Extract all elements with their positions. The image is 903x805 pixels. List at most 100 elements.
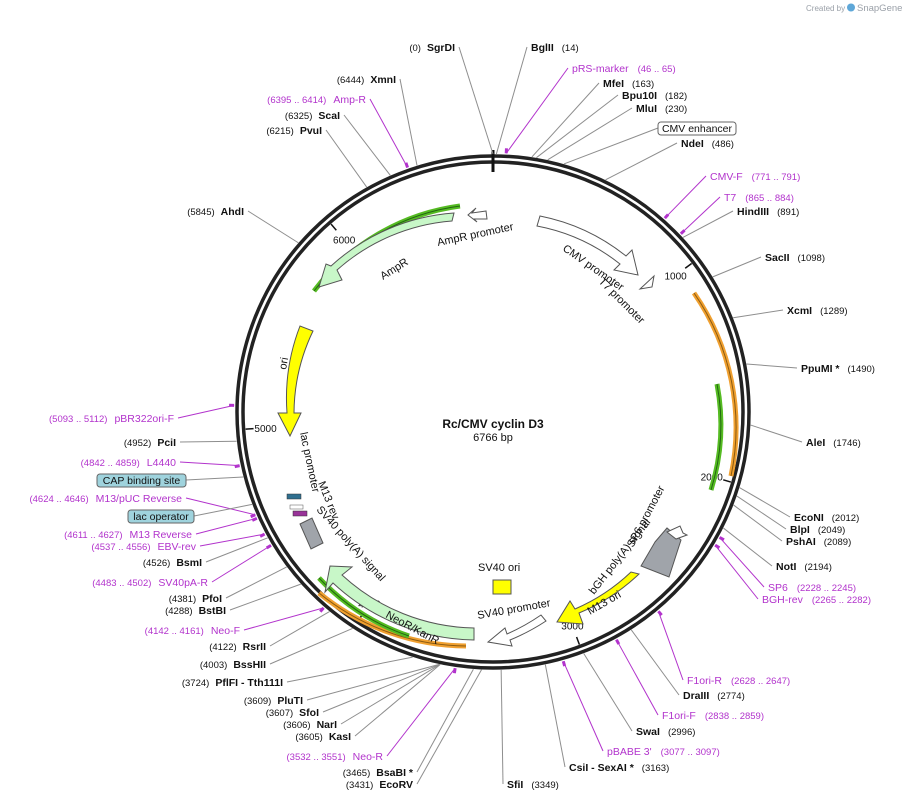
ruler-tick xyxy=(684,262,693,269)
restriction-site-label[interactable]: Bpu10I(182) xyxy=(622,90,687,102)
primer-label[interactable]: (4142 .. 4161)Neo-F xyxy=(145,625,240,637)
restriction-site-label[interactable]: (4122)RsrII xyxy=(209,641,266,653)
primer-label[interactable]: (4842 .. 4859)L4440 xyxy=(81,457,177,469)
primer-label[interactable]: pBABE 3'(3077 .. 3097) xyxy=(607,746,720,758)
restriction-site-label[interactable]: (3606)NarI xyxy=(283,719,337,731)
outer-labels: (0)SgrDI BglII(14) MfeI(163)Bpu10I(182)Mlu… xyxy=(29,42,875,791)
restriction-site-label[interactable]: EcoNI(2012) xyxy=(794,512,859,524)
primer-label[interactable]: (4624 .. 4646)M13/pUC Reverse xyxy=(29,493,182,505)
restriction-site-label[interactable]: (3465)BsaBI * xyxy=(343,767,414,779)
feature-box[interactable] xyxy=(657,121,737,136)
site-position: (486) xyxy=(712,139,734,150)
site-leader-line xyxy=(416,669,474,773)
site-position: (6325) xyxy=(285,111,312,122)
site-leader-line xyxy=(458,46,494,155)
primer-name: Neo-F xyxy=(211,625,240,637)
primer-leader-line xyxy=(664,175,707,219)
primer-range: (2228 .. 2245) xyxy=(797,583,856,594)
primer-label[interactable]: (4537 .. 4556)EBV-rev xyxy=(91,541,196,553)
site-name: BstBI xyxy=(199,605,227,617)
t7-promoter-arrow xyxy=(638,274,655,290)
restriction-site-label[interactable]: (3724)PflFI - Tth111I xyxy=(182,677,283,689)
feature-box-label: CAP binding site xyxy=(103,475,181,487)
restriction-site-label[interactable]: (3609)PluTI xyxy=(244,695,303,707)
restriction-site-label[interactable]: XcmI(1289) xyxy=(787,305,848,317)
feature-box[interactable] xyxy=(127,509,195,524)
restriction-site-label[interactable]: (6215)PvuI xyxy=(266,125,322,137)
feature-box[interactable] xyxy=(96,473,187,488)
restriction-site-label[interactable]: BlpI(2049) xyxy=(790,524,845,536)
primer-label[interactable]: F1ori-R(2628 .. 2647) xyxy=(687,675,790,687)
restriction-site-label[interactable]: HindIII(891) xyxy=(737,206,799,218)
primer-range: (4483 .. 4502) xyxy=(92,578,151,589)
site-position: (2194) xyxy=(804,562,831,573)
primer-label[interactable]: CMV-F(771 .. 791) xyxy=(710,171,800,183)
site-position: (4003) xyxy=(200,660,227,671)
primer-label[interactable]: T7(865 .. 884) xyxy=(724,192,794,204)
restriction-site-label[interactable]: (4381)PfoI xyxy=(169,593,222,605)
site-leader-line xyxy=(531,82,600,158)
primer-label[interactable]: (4483 .. 4502) SV40pA-R xyxy=(92,577,208,589)
restriction-site-label[interactable]: NotI (2194) xyxy=(776,561,832,573)
primer-range: (3532 .. 3551) xyxy=(287,752,346,763)
primer-label[interactable]: F1ori-F(2838 .. 2859) xyxy=(662,710,764,722)
primer-name: CMV-F xyxy=(710,171,743,183)
site-leader-line xyxy=(416,669,482,785)
primer-label[interactable]: (5093 .. 5112)pBR322ori-F xyxy=(49,413,174,425)
feature-leader-line xyxy=(563,127,659,165)
site-leader-line xyxy=(733,504,783,542)
restriction-site-label[interactable]: (4003)BssHII xyxy=(200,659,266,671)
site-name: CsiI - SexAI * xyxy=(569,762,635,774)
restriction-site-label[interactable]: DraIII(2774) xyxy=(683,690,745,702)
restriction-site-label[interactable]: AleI(1746) xyxy=(806,437,861,449)
restriction-site-label[interactable]: NdeI(486) xyxy=(681,138,734,150)
restriction-site-label[interactable]: CsiI - SexAI *(3163) xyxy=(569,762,669,774)
restriction-site-label[interactable]: (4526)BsmI xyxy=(143,557,202,569)
ampr-label: AmpR xyxy=(378,256,410,282)
restriction-site-label[interactable]: SwaI(2996) xyxy=(636,726,695,738)
primer-range: (4611 .. 4627) xyxy=(64,530,122,541)
restriction-site-label[interactable]: SfiI(3349) xyxy=(507,779,559,791)
primer-label[interactable]: pRS-marker(46 .. 65) xyxy=(572,63,676,75)
restriction-site-label[interactable]: (4952)PciI xyxy=(124,437,176,449)
restriction-site-label[interactable]: (5845)AhdI xyxy=(187,206,244,218)
primer-name: EBV-rev xyxy=(157,541,196,553)
site-position: (163) xyxy=(632,79,654,90)
restriction-site-label[interactable]: SacII(1098) xyxy=(765,252,825,264)
restriction-site-label[interactable]: (3605)KasI xyxy=(295,731,351,743)
restriction-site-label[interactable]: BglII(14) xyxy=(531,42,579,54)
site-name: KasI xyxy=(329,731,351,743)
primer-leader-line xyxy=(195,517,257,535)
primer-label[interactable]: SP6(2228 .. 2245) xyxy=(768,582,856,594)
primer-label[interactable]: BGH-rev(2265 .. 2282) xyxy=(762,594,871,606)
site-name: EcoNI xyxy=(794,512,824,524)
primer-range: (5093 .. 5112) xyxy=(49,414,107,425)
primer-label[interactable]: (6395 .. 6414)Amp-R xyxy=(267,94,366,106)
restriction-site-label[interactable]: (6444)XmnI xyxy=(337,74,396,86)
plasmid-name: Rc/CMV cyclin D3 xyxy=(442,417,544,431)
site-position: (3465) xyxy=(343,768,370,779)
primer-leader-line xyxy=(680,196,721,235)
site-leader-line xyxy=(536,94,619,159)
restriction-site-label[interactable]: PshAI(2089) xyxy=(786,536,851,548)
restriction-site-label[interactable]: MluI(230) xyxy=(636,103,687,115)
sp6-promoter-arrow xyxy=(666,525,689,540)
site-leader-line xyxy=(723,527,773,567)
restriction-site-label[interactable]: (3431)EcoRV xyxy=(346,779,413,791)
ori-label: ori xyxy=(277,356,291,370)
primer-label[interactable]: (4611 .. 4627)M13 Reverse xyxy=(64,529,192,541)
restriction-site-label[interactable]: (0)SgrDI xyxy=(409,42,455,54)
ruler-tick-label: 5000 xyxy=(254,424,277,435)
restriction-site-label[interactable]: MfeI(163) xyxy=(603,78,654,90)
sv40-ori-block xyxy=(492,579,512,595)
restriction-site-label[interactable]: PpuMI *(1490) xyxy=(801,363,875,375)
primer-name: pBABE 3' xyxy=(607,746,652,758)
restriction-site-label[interactable]: (6325)ScaI xyxy=(285,110,340,122)
restriction-site-label[interactable]: (3607)SfoI xyxy=(266,707,319,719)
site-name: NotI xyxy=(776,561,796,573)
primer-name: SV40pA-R xyxy=(158,577,208,589)
primer-name: Neo-R xyxy=(353,751,384,763)
primer-label[interactable]: (3532 .. 3551) Neo-R xyxy=(287,751,384,763)
restriction-site-label[interactable]: (4288)BstBI xyxy=(165,605,226,617)
